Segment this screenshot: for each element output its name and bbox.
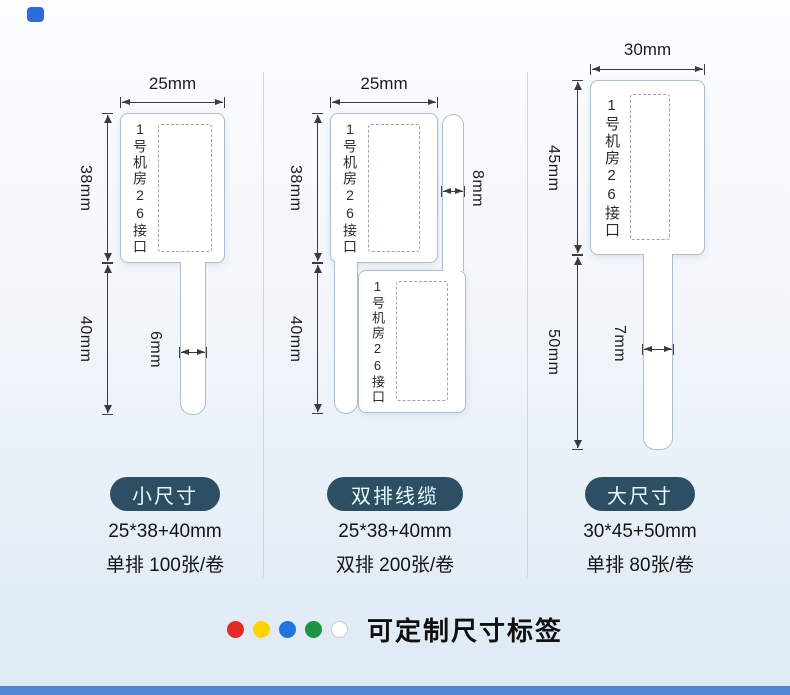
size-spec: 25*38+40mm — [338, 521, 452, 542]
dim-width-arrow — [590, 64, 705, 75]
label-write-area — [630, 94, 670, 240]
column-divider-left — [263, 72, 264, 577]
label-tail — [643, 254, 673, 450]
color-dot-green — [304, 621, 322, 638]
dim-tail-length-arrow — [102, 263, 113, 415]
dim-height-text: 45mm — [545, 144, 562, 192]
dim-height-arrow — [312, 113, 323, 263]
badge-small-size: 小尺寸 — [110, 477, 220, 511]
label-body-top — [330, 113, 438, 263]
arrow-shaft — [313, 115, 322, 261]
dim-tail-length-arrow — [312, 263, 323, 414]
label-sample-text: 1号机房26接口 — [342, 121, 358, 255]
dim-tail-width-arrow — [642, 344, 674, 355]
dim-tail-length-text: 40mm — [287, 315, 304, 363]
label-write-area — [368, 124, 420, 252]
dim-tail-width-arrow — [441, 186, 465, 197]
arrow-shaft — [332, 99, 436, 105]
label-write-area — [158, 124, 212, 252]
dim-width-text: 25mm — [360, 74, 408, 93]
arrow-shaft — [573, 82, 582, 253]
dim-width-arrow — [120, 97, 225, 108]
arrow-shaft — [313, 265, 322, 412]
dim-width-arrow — [330, 97, 438, 108]
dim-tail-width-text: 8mm — [469, 170, 486, 208]
size-spec: 30*45+50mm — [583, 521, 697, 542]
arrow-shaft — [573, 257, 582, 448]
pack-spec: 单排 100张/卷 — [105, 555, 225, 576]
dim-tail-length-arrow — [572, 255, 583, 450]
arrow-shaft — [122, 99, 223, 105]
pack-spec: 单排 80张/卷 — [586, 555, 694, 576]
arrow-shaft — [592, 66, 703, 72]
dim-width-text: 25mm — [148, 74, 197, 93]
dim-tail-width-text: 7mm — [611, 325, 628, 363]
dim-height-text: 38mm — [287, 164, 304, 212]
bottom-accent-bar — [0, 686, 790, 695]
label-write-area — [396, 281, 448, 401]
dim-tail-length-text: 50mm — [545, 328, 562, 376]
dim-height-arrow — [102, 113, 113, 263]
arrow-shaft — [103, 265, 112, 413]
label-body-bottom — [358, 270, 466, 413]
badge-double-row: 双排线缆 — [327, 477, 463, 511]
color-dot-yellow — [252, 621, 270, 638]
dim-tail-width-arrow — [179, 347, 207, 358]
dim-width-text: 30mm — [623, 40, 672, 59]
label-body — [590, 80, 705, 255]
label-sample-text: 1号机房26接口 — [603, 97, 620, 239]
pack-spec: 双排 200张/卷 — [335, 555, 455, 576]
arrow-shaft — [443, 188, 463, 194]
arrow-shaft — [644, 346, 672, 352]
label-tail-bottom — [442, 114, 464, 271]
label-tail-top — [334, 262, 358, 414]
dim-height-text: 38mm — [77, 164, 94, 212]
column-divider-right — [527, 72, 528, 577]
label-sample-text: 1号机房26接口 — [370, 279, 385, 405]
label-body — [120, 113, 225, 263]
dim-tail-width-text: 6mm — [147, 331, 164, 369]
size-spec: 25*38+40mm — [108, 521, 222, 542]
arrow-shaft — [103, 115, 112, 261]
customization-note-row: 可定制尺寸标签 — [0, 611, 790, 648]
customization-note: 可定制尺寸标签 — [366, 616, 563, 646]
color-dot-red — [226, 621, 244, 638]
badge-large-size: 大尺寸 — [585, 477, 695, 511]
color-dot-blue — [278, 621, 296, 638]
label-tail — [180, 262, 206, 415]
label-sample-text: 1号机房26接口 — [132, 121, 148, 255]
arrow-shaft — [181, 349, 205, 355]
dim-tail-length-text: 40mm — [77, 315, 94, 363]
corner-decoration — [27, 7, 44, 22]
dim-height-arrow — [572, 80, 583, 255]
color-dot-white — [330, 621, 348, 638]
